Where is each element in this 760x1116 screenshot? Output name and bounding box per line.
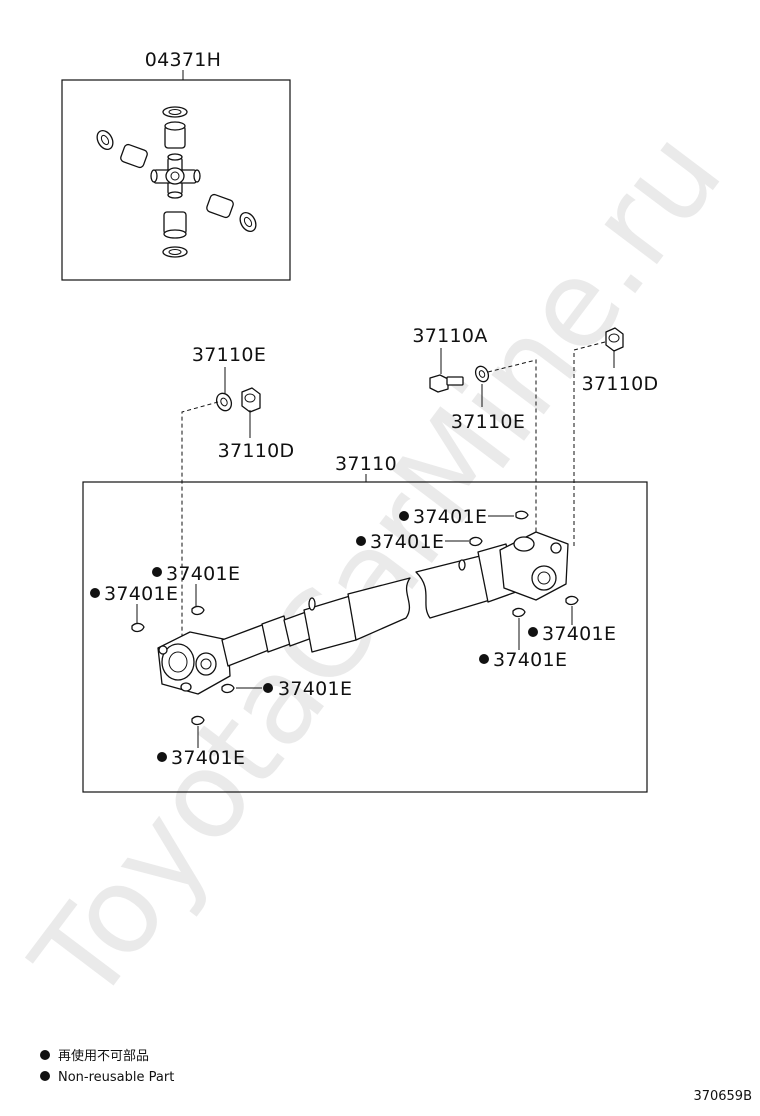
nut-right-icon — [605, 327, 624, 352]
callout-clip-4[interactable]: 37401E — [104, 583, 178, 605]
diagram-code: 370659B — [693, 1089, 752, 1104]
legend-dot-en — [40, 1071, 50, 1081]
bearing-cup-left-icon — [96, 130, 148, 169]
non-reusable-dot — [356, 536, 366, 546]
bolt-icon — [429, 374, 464, 393]
install-line-left — [181, 401, 219, 640]
kit-part-number[interactable]: 04371H — [145, 49, 222, 71]
legend: 再使用不可部品 Non-reusable Part — [40, 1048, 174, 1085]
clip-lower-icon — [221, 683, 235, 694]
callout-top-mid-bolt[interactable]: 37110A — [412, 325, 487, 347]
callout-top-mid-washer[interactable]: 37110E — [451, 411, 525, 433]
nut-left-icon — [241, 387, 261, 413]
callout-top-right-nut[interactable]: 37110D — [582, 373, 659, 395]
clip-left-icon — [131, 622, 145, 633]
legend-text-en: Non-reusable Part — [58, 1070, 174, 1085]
clip-right-icon — [565, 595, 579, 606]
clip-icons — [131, 510, 579, 726]
callout-clip-5[interactable]: 37401E — [278, 678, 352, 700]
clip-upper-right-icon — [469, 536, 483, 547]
callout-clip-7[interactable]: 37401E — [493, 649, 567, 671]
legend-dot-ja — [40, 1050, 50, 1060]
propeller-shaft-icon — [157, 531, 569, 695]
bearing-cup-top-icon — [162, 106, 188, 149]
non-reusable-dot — [263, 683, 273, 693]
callout-clip-3[interactable]: 37401E — [166, 563, 240, 585]
clip-callouts: 37401E 37401E 37401E 37401E 37401E 37401… — [90, 506, 616, 769]
callout-assembly[interactable]: 37110 — [335, 453, 397, 475]
assembly-box — [82, 481, 648, 793]
non-reusable-dot — [90, 588, 100, 598]
clip-bottom-icon — [191, 715, 205, 726]
non-reusable-dot — [399, 511, 409, 521]
washer-mid-icon — [474, 365, 490, 383]
legend-text-ja: 再使用不可部品 — [58, 1048, 149, 1064]
clip-right-lower-icon — [512, 607, 526, 618]
universal-joint-kit-drawing — [96, 106, 257, 258]
install-line-mid — [487, 359, 537, 548]
clip-top-right-icon — [515, 510, 529, 520]
non-reusable-dot — [152, 567, 162, 577]
clip-left-upper-icon — [191, 605, 205, 616]
watermark: ToyotaCarMine.ru — [7, 107, 750, 1029]
washer-left-icon — [215, 392, 233, 412]
callout-clip-2[interactable]: 37401E — [370, 531, 444, 553]
callout-top-left-nut[interactable]: 37110D — [218, 440, 295, 462]
bearing-cup-right-icon — [206, 193, 257, 232]
non-reusable-dot — [479, 654, 489, 664]
callout-clip-1[interactable]: 37401E — [413, 506, 487, 528]
callout-clip-6[interactable]: 37401E — [171, 747, 245, 769]
callout-clip-8[interactable]: 37401E — [542, 623, 616, 645]
non-reusable-dot — [528, 627, 538, 637]
callout-top-left-washer[interactable]: 37110E — [192, 344, 266, 366]
bearing-cup-bottom-icon — [162, 211, 188, 258]
kit-box — [61, 79, 291, 281]
non-reusable-dot — [157, 752, 167, 762]
cross-spider-icon — [150, 153, 201, 199]
